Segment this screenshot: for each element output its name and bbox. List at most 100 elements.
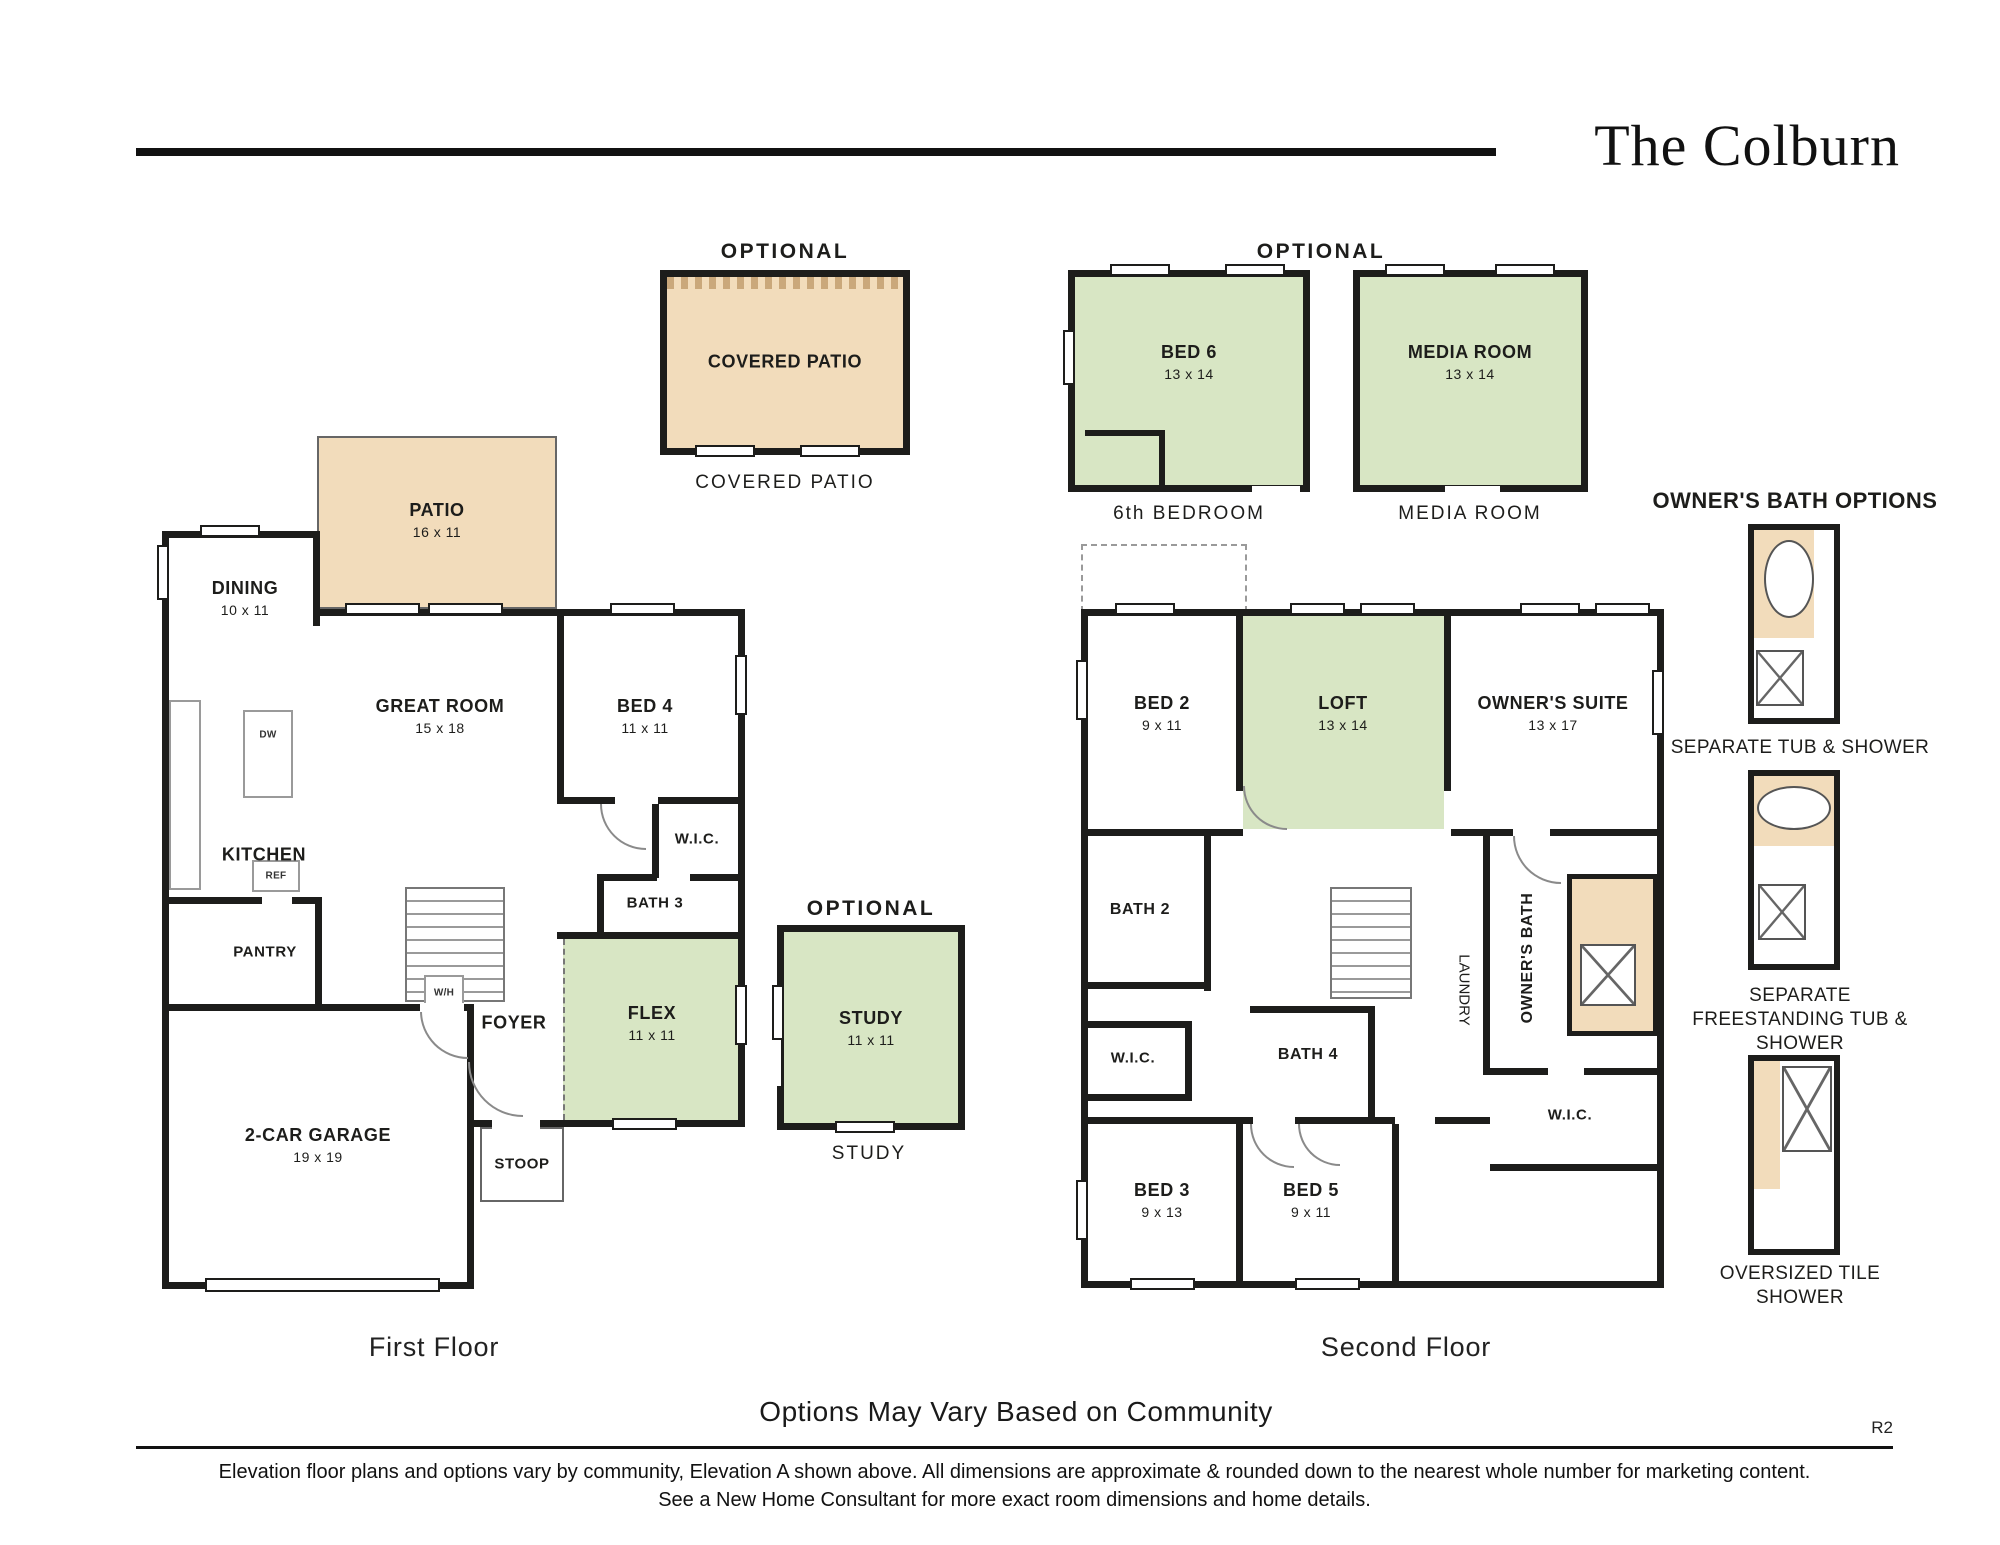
- wall-segment: [1435, 1117, 1490, 1124]
- freestanding-tub-icon: [1757, 786, 1831, 830]
- wall-segment: [1295, 1117, 1395, 1124]
- room-dims: 10 x 11: [220, 602, 270, 618]
- patio-area: [317, 436, 557, 609]
- shower-icon: [1756, 650, 1804, 706]
- window-marker: [735, 655, 747, 715]
- disclaimer-line-1: Elevation floor plans and options vary b…: [218, 1461, 1811, 1483]
- room-label-bath4: BATH 4: [1278, 1046, 1338, 1064]
- room-dims: 11 x 11: [847, 1032, 895, 1048]
- window-marker: [1652, 670, 1664, 735]
- window-marker: [772, 985, 784, 1040]
- room-name: W.I.C.: [674, 830, 720, 848]
- bath-option-3-fill: [1754, 1061, 1780, 1189]
- window-marker: [610, 603, 675, 615]
- front-door-opening: [492, 1119, 540, 1129]
- window-marker: [1076, 660, 1088, 720]
- wall-segment: [557, 616, 564, 801]
- room-label-study: STUDY 11 x 11: [839, 1008, 903, 1048]
- wall-segment: [1088, 1094, 1192, 1101]
- room-name: STOOP: [494, 1155, 550, 1173]
- room-name: FOYER: [481, 1012, 547, 1033]
- room-dims: 13 x 14: [1164, 366, 1214, 382]
- wall-segment: [1250, 1006, 1372, 1013]
- room-name: OWNER'S SUITE: [1477, 693, 1629, 713]
- window-marker: [1063, 330, 1075, 385]
- room-label-flex: FLEX 11 x 11: [628, 1003, 676, 1043]
- room-label-foyer: FOYER: [481, 1013, 546, 1034]
- room-name: BED 2: [1133, 693, 1191, 713]
- flex-area: [563, 939, 738, 1120]
- wall-segment: [1085, 430, 1165, 436]
- window-marker: [1495, 264, 1555, 276]
- refrigerator: [252, 860, 300, 892]
- disclaimer-text: Elevation floor plans and options vary b…: [136, 1458, 1893, 1514]
- optional-connection-dashed: [1081, 544, 1247, 612]
- study-caption: STUDY: [831, 1143, 907, 1164]
- room-label-bath3: BATH 3: [627, 895, 684, 912]
- wall-segment: [1088, 1021, 1192, 1028]
- optional-heading-study: OPTIONAL: [806, 897, 936, 920]
- window-marker: [800, 445, 860, 457]
- window-marker: [695, 445, 755, 457]
- room-name: BED 5: [1282, 1180, 1340, 1200]
- room-label-bed6: BED 6 13 x 14: [1161, 342, 1217, 382]
- wall-segment: [1204, 829, 1211, 991]
- room-label-pantry: PANTRY: [233, 944, 297, 961]
- kitchen-counter: [169, 700, 201, 890]
- wall-segment: [690, 874, 745, 881]
- optional-heading-covered-patio: OPTIONAL: [720, 240, 850, 263]
- covered-patio-hatch: [667, 277, 903, 289]
- bath-option-1-label: SEPARATE TUB & SHOWER: [1670, 737, 1930, 758]
- bed6-outline: [1068, 270, 1310, 492]
- footer-rule: [136, 1446, 1893, 1449]
- sliding-door-marker: [345, 603, 420, 615]
- room-dims: 13 x 14: [1445, 366, 1495, 382]
- room-label-wic: W.I.C.: [675, 831, 719, 848]
- room-name: GREAT ROOM: [375, 696, 505, 716]
- window-marker: [1115, 603, 1175, 615]
- wall-segment: [315, 897, 322, 1007]
- appliance-label-ref: REF: [265, 870, 287, 882]
- bed6-door-opening: [1252, 486, 1300, 496]
- appliance-label-dw: DW: [259, 729, 277, 741]
- room-name: LAUNDRY: [1455, 954, 1473, 1026]
- wall-segment: [1451, 829, 1513, 836]
- wall-segment: [1088, 982, 1211, 989]
- oversized-shower-icon: [1782, 1066, 1832, 1152]
- tub-icon: [1764, 540, 1814, 618]
- room-name: MEDIA ROOM: [1407, 342, 1533, 362]
- window-marker: [157, 545, 169, 600]
- revision-label: R2: [1871, 1418, 1893, 1437]
- room-dims: 19 x 19: [293, 1149, 343, 1165]
- garage-outline: [162, 1004, 474, 1289]
- room-dims: 11 x 11: [621, 720, 669, 736]
- room-label-stoop: STOOP: [494, 1156, 549, 1173]
- wall-segment: [597, 874, 657, 881]
- room-dims: 9 x 13: [1141, 1204, 1183, 1220]
- wall-segment: [652, 804, 659, 878]
- plan-title: The Colburn: [1594, 113, 1900, 178]
- room-dims: 9 x 11: [1290, 1204, 1332, 1220]
- room-label-bed5: BED 5 9 x 11: [1283, 1180, 1339, 1220]
- window-marker: [1130, 1278, 1195, 1290]
- wall-segment: [1159, 430, 1165, 486]
- wall-segment: [1490, 1068, 1548, 1075]
- wall-segment: [1236, 1124, 1243, 1282]
- room-name: OWNER'S BATH: [1519, 892, 1536, 1024]
- room-name: W.I.C.: [1110, 1049, 1156, 1067]
- window-marker: [612, 1118, 677, 1130]
- wall-segment: [1185, 1021, 1192, 1101]
- room-name: BATH 3: [626, 894, 684, 912]
- header-rule: [136, 148, 1496, 156]
- wall-segment: [1483, 829, 1490, 1075]
- shower-icon: [1758, 884, 1806, 940]
- wall-segment: [1368, 1006, 1375, 1117]
- window-marker: [735, 985, 747, 1045]
- room-name: LOFT: [1318, 693, 1368, 713]
- room-label-media-room: MEDIA ROOM 13 x 14: [1408, 342, 1532, 382]
- wall-segment: [292, 897, 322, 904]
- wall-segment: [1490, 1164, 1658, 1171]
- room-label-bed3: BED 3 9 x 13: [1134, 1180, 1190, 1220]
- room-name: PATIO: [409, 500, 465, 520]
